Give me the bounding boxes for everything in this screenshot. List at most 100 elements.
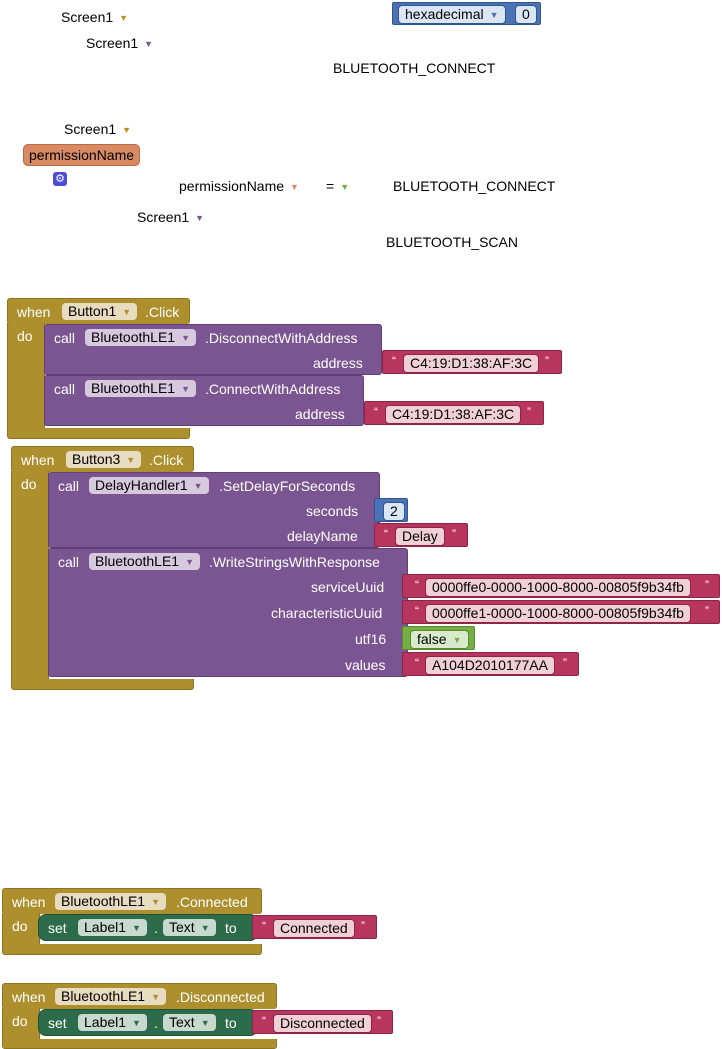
screen-dropdown-label: Screen1	[137, 209, 190, 225]
property-dropdown[interactable]: Text▼	[163, 919, 216, 936]
component-label: Button3	[72, 451, 121, 467]
component-label: BluetoothLE1	[95, 553, 180, 569]
dot-label: .	[154, 920, 158, 936]
disconnect-with-address-block[interactable]: call BluetoothLE1▼ .DisconnectWithAddres…	[44, 324, 382, 375]
dropdown-arrow-icon: ▼	[290, 182, 299, 193]
delay-name-text-block[interactable]: “ Delay ”	[374, 523, 468, 547]
connected-value[interactable]: Connected	[273, 919, 355, 938]
values-text-block[interactable]: “ A104D2010177AA ”	[402, 652, 579, 676]
screen-dropdown-b[interactable]: Screen1 ▼	[86, 35, 153, 51]
dropdown-arrow-icon: ▼	[185, 556, 194, 567]
service-uuid-text-block[interactable]: “ 0000ffe0-0000-1000-8000-00805f9b34fb ”	[402, 574, 720, 598]
event-foot	[2, 1039, 277, 1049]
event-name-label: .Disconnected	[176, 989, 265, 1005]
open-quote-icon: “	[384, 527, 388, 541]
boolean-dropdown[interactable]: false▼	[410, 630, 469, 649]
do-label: do	[17, 328, 33, 344]
address-text-block[interactable]: “ C4:19:D1:38:AF:3C ”	[364, 401, 544, 425]
set-label: set	[48, 920, 67, 936]
open-quote-icon: “	[374, 405, 378, 419]
characteristic-uuid-value[interactable]: 0000ffe1-0000-1000-8000-00805f9b34fb	[425, 604, 691, 623]
characteristic-uuid-text-block[interactable]: “ 0000ffe1-0000-1000-8000-00805f9b34fb ”	[402, 600, 720, 624]
dropdown-arrow-icon: ▼	[151, 896, 160, 907]
dropdown-arrow-icon: ▼	[340, 182, 350, 193]
permission-name-parameter[interactable]: permissionName	[23, 144, 141, 166]
hexadecimal-dropdown[interactable]: hexadecimal▼	[398, 5, 506, 24]
screen-dropdown-d[interactable]: Screen1 ▼	[137, 209, 204, 225]
values-value[interactable]: A104D2010177AA	[425, 656, 555, 675]
call-label: call	[58, 478, 80, 494]
connected-text-block[interactable]: “ Connected ”	[252, 915, 377, 939]
do-label: do	[12, 1013, 28, 1029]
close-quote-icon: ”	[705, 578, 709, 592]
compare-operator[interactable]: =▼	[326, 178, 349, 194]
event-arm: do	[7, 323, 45, 429]
component-dropdown[interactable]: BluetoothLE1▼	[85, 329, 196, 346]
delay-name-value[interactable]: Delay	[395, 527, 445, 546]
event-name-label: .Connected	[176, 894, 248, 910]
permission-name-label: permissionName	[179, 178, 285, 194]
bluetooth-scan-text: BLUETOOTH_SCAN	[386, 234, 518, 250]
utf16-boolean-block[interactable]: false▼	[402, 626, 475, 650]
event-name-label: .Click	[145, 304, 180, 320]
open-quote-icon: “	[262, 919, 266, 933]
address-text-block[interactable]: “ C4:19:D1:38:AF:3C ”	[382, 350, 562, 374]
property-dropdown[interactable]: Text▼	[163, 1014, 216, 1031]
component-dropdown[interactable]: BluetoothLE1 ▼	[55, 893, 166, 910]
write-strings-with-response-block[interactable]: call BluetoothLE1▼ .WriteStringsWithResp…	[48, 548, 408, 677]
event-hat: when BluetoothLE1▼ .Connected	[2, 888, 262, 914]
event-arm: do	[11, 471, 49, 680]
close-quote-icon: ”	[377, 1014, 381, 1028]
event-arm: do	[2, 913, 40, 945]
address-value[interactable]: C4:19:D1:38:AF:3C	[385, 405, 522, 424]
component-dropdown[interactable]: Button3▼	[66, 451, 142, 468]
disconnected-text-block[interactable]: “ Disconnected ”	[252, 1010, 393, 1034]
component-dropdown[interactable]: BluetoothLE1 ▼	[89, 553, 200, 570]
event-foot	[11, 679, 194, 690]
component-dropdown[interactable]: DelayHandler1▼	[89, 477, 209, 494]
do-label: do	[12, 918, 28, 934]
screen-dropdown-a[interactable]: Screen1 ▼	[61, 9, 128, 25]
gear-icon[interactable]: ⚙	[53, 172, 67, 186]
component-dropdown[interactable]: Label1▼	[78, 919, 147, 936]
equals-label: =	[326, 178, 335, 194]
dropdown-arrow-icon: ▼	[144, 39, 154, 50]
open-quote-icon: “	[415, 578, 419, 592]
event-foot	[2, 944, 262, 955]
screen-dropdown-c[interactable]: Screen1▼	[64, 121, 131, 137]
set-delay-for-seconds-block[interactable]: call DelayHandler1▼ .SetDelayForSeconds …	[48, 472, 380, 548]
component-label: Button1	[68, 303, 117, 319]
component-label: BluetoothLE1	[61, 893, 146, 909]
event-arm: do	[2, 1008, 40, 1040]
screen-dropdown-label: Screen1	[86, 35, 139, 51]
set-label-text-block[interactable]: set Label1▼ . Text▼ to	[38, 1009, 258, 1036]
close-quote-icon: ”	[527, 405, 531, 419]
component-label: BluetoothLE1	[91, 380, 176, 396]
dropdown-arrow-icon: ▼	[195, 213, 205, 224]
delay-name-label: delayName	[287, 528, 358, 544]
component-label: BluetoothLE1	[61, 988, 146, 1004]
component-dropdown[interactable]: Label1▼	[78, 1014, 147, 1031]
hexadecimal-block[interactable]: hexadecimal▼ 0	[392, 2, 541, 25]
call-label: call	[54, 330, 76, 346]
connect-with-address-block[interactable]: call BluetoothLE1▼ .ConnectWithAddress a…	[44, 375, 364, 426]
screen-dropdown-label: Screen1	[61, 9, 114, 25]
dropdown-arrow-icon: ▼	[122, 306, 132, 317]
set-label-text-block[interactable]: set Label1▼ . Text▼ to	[38, 914, 258, 941]
property-label: Text	[169, 919, 195, 935]
seconds-number-block[interactable]: 2	[374, 498, 408, 522]
dropdown-arrow-icon: ▼	[132, 1017, 141, 1028]
open-quote-icon: “	[392, 354, 396, 368]
component-dropdown[interactable]: BluetoothLE1▼	[85, 380, 196, 397]
disconnected-value[interactable]: Disconnected	[273, 1014, 372, 1033]
service-uuid-value[interactable]: 0000ffe0-0000-1000-8000-00805f9b34fb	[425, 578, 691, 597]
component-label: BluetoothLE1	[91, 329, 176, 345]
hexadecimal-value[interactable]: 0	[515, 5, 537, 24]
permission-name-getter[interactable]: permissionName ▼	[179, 178, 299, 194]
dropdown-arrow-icon: ▼	[119, 13, 129, 24]
component-dropdown[interactable]: BluetoothLE1▼	[55, 988, 166, 1005]
address-value[interactable]: C4:19:D1:38:AF:3C	[403, 354, 540, 373]
component-dropdown[interactable]: Button1 ▼	[62, 303, 138, 320]
boolean-label: false	[417, 631, 447, 647]
seconds-value[interactable]: 2	[383, 502, 405, 521]
